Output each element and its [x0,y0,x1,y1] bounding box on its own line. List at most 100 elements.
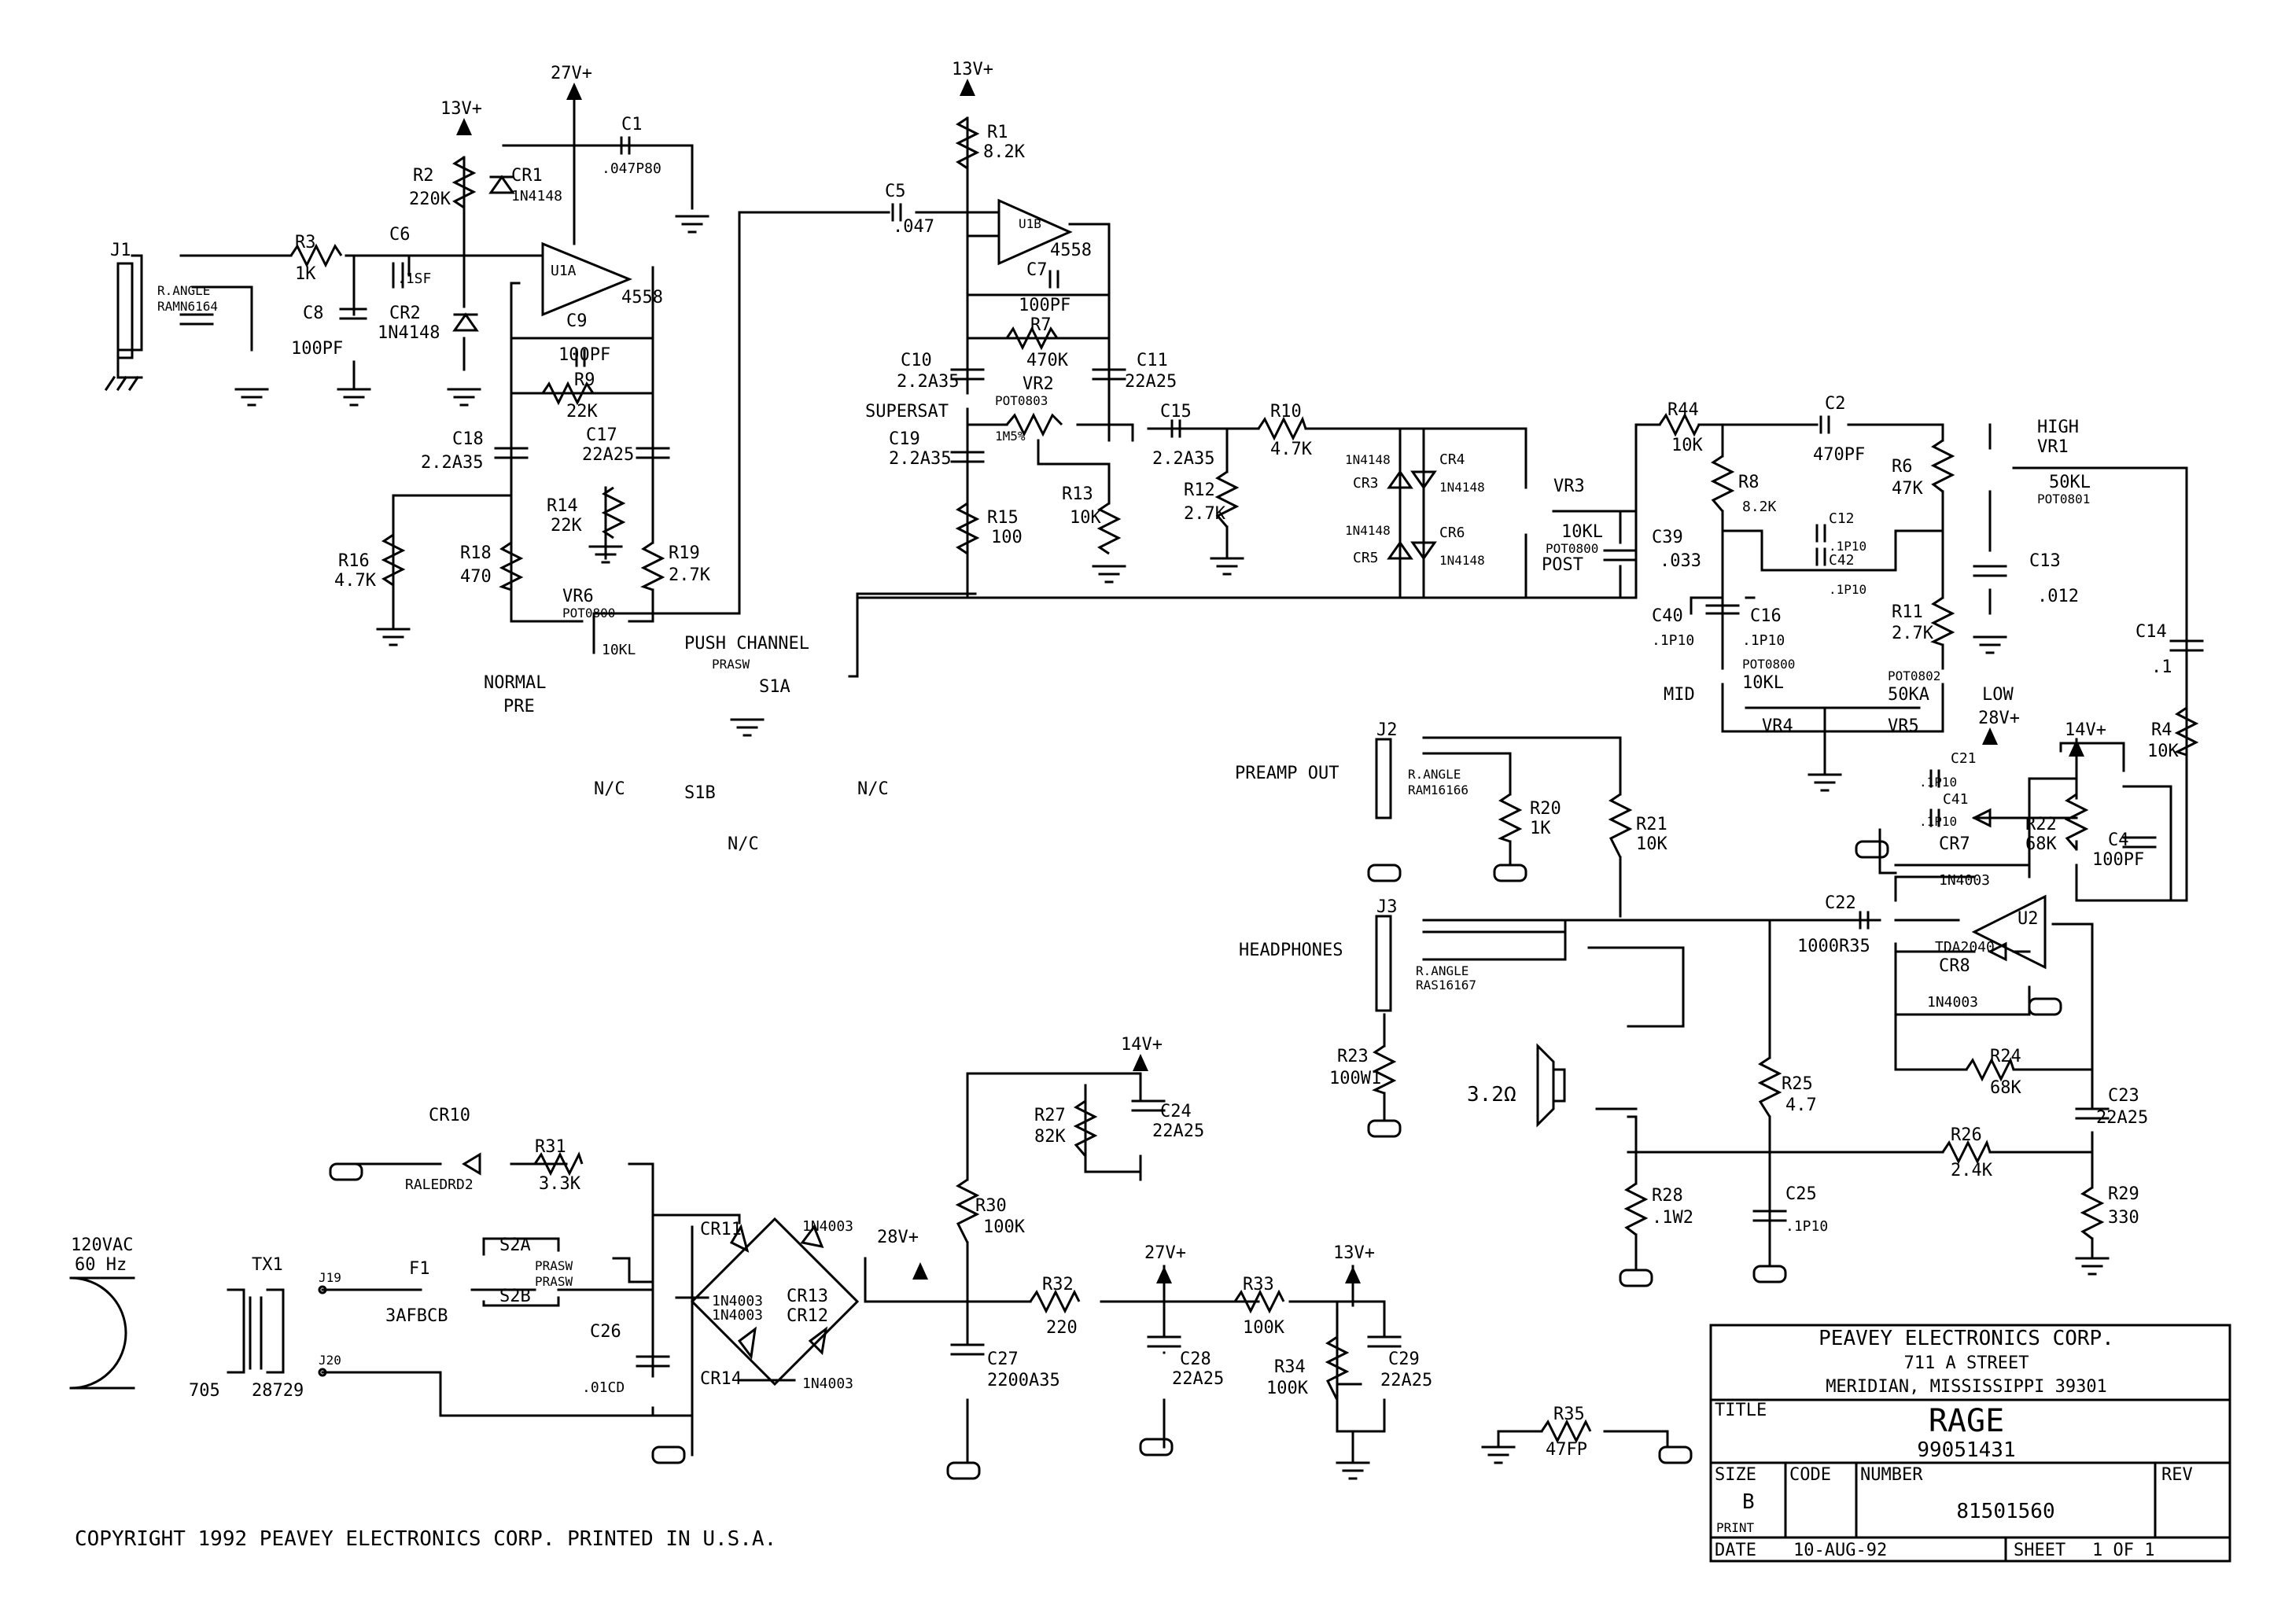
c27-val: 2200A35 [987,1371,1060,1390]
title-label: TITLE [1715,1401,1767,1420]
r15-val: 100 [991,528,1023,547]
r16-val: 4.7K [334,571,377,591]
cr6-val: 1N4148 [1439,553,1485,568]
r14-ref: R14 [547,496,578,516]
c19-ref: C19 [889,429,920,449]
r4-val: 10K [2147,742,2179,761]
power-27v-a: 27V+ [551,64,592,83]
c12-ref: C12 [1829,510,1855,527]
r23-val: 100W1 [1329,1069,1381,1088]
f1-ref: F1 [409,1259,430,1279]
r3-val: 1K [295,264,316,284]
r18-ref: R18 [460,543,492,563]
transformer-symbol [69,1276,285,1390]
power-14v-b: 14V+ [1121,1035,1163,1055]
high-label: HIGH [2037,418,2079,437]
mains-label: 120VAC [71,1235,133,1255]
headphones-label: HEADPHONES [1239,941,1343,960]
cr4-ref: CR4 [1439,451,1465,468]
r12-ref: R12 [1184,481,1215,500]
c40-ref: C40 [1652,606,1683,626]
r30-val: 100K [983,1217,1026,1237]
resistor-symbols [289,116,2199,1444]
r44-val: 10K [1671,436,1703,455]
r8-ref: R8 [1738,473,1760,492]
c11-val: 22A25 [1125,372,1177,392]
c23-ref: C23 [2108,1086,2139,1106]
cr7-ref: CR7 [1939,834,1970,854]
j3-type: R.ANGLE [1416,963,1468,978]
c28-val: 22A25 [1172,1369,1224,1389]
s1b-ref: S1B [684,783,716,803]
number-value: 81501560 [1956,1500,2054,1523]
r35-val: 47FP [1546,1440,1587,1460]
r3-ref: R3 [295,233,316,252]
c24-ref: C24 [1160,1102,1192,1121]
r23-ref: R23 [1337,1047,1369,1066]
size-value: B [1742,1490,1755,1514]
mains-freq-label: 60 Hz [75,1255,127,1275]
r22-val: 68K [2025,834,2057,854]
cr2-ref: CR2 [389,304,421,323]
c1-ref: C1 [621,115,643,134]
vr1-val: 50KL [2049,473,2091,492]
cr2-val: 1N4148 [378,323,440,343]
c26-ref: C26 [590,1322,621,1342]
r13-ref: R13 [1062,484,1093,504]
copyright-text: COPYRIGHT 1992 PEAVEY ELECTRONICS CORP. … [75,1527,776,1551]
c40-val: .1P10 [1652,632,1694,649]
c25-val: .1P10 [1785,1218,1828,1235]
c41-ref: C41 [1943,791,1969,808]
mid-label: MID [1664,685,1695,705]
r19-val: 2.7K [669,565,711,585]
component-labels: COPYRIGHT 1992 PEAVEY ELECTRONICS CORP. … [71,60,2179,1551]
r7-ref: R7 [1030,315,1052,335]
sheet-label: SHEET [2014,1541,2065,1560]
supply-arrow-symbols [456,79,2084,1283]
r32-ref: R32 [1042,1275,1074,1294]
c1-val: .047P80 [602,160,661,177]
cr5-ref: CR5 [1353,550,1379,566]
s2-part-b: PRASW [535,1274,573,1289]
cr11-ref: CR11 [700,1220,742,1239]
r4-ref: R4 [2151,720,2172,740]
r11-val: 2.7K [1892,624,1934,643]
company-name: PEAVEY ELECTRONICS CORP. [1819,1327,2114,1350]
supersat-label: SUPERSAT [865,402,949,422]
vr2-ref: VR2 [1023,374,1054,394]
nc-bottom-label: N/C [728,834,759,854]
cr3-val: 1N4148 [1345,452,1391,467]
rev-label: REV [2161,1465,2193,1485]
c29-ref: C29 [1388,1350,1420,1369]
number-label: NUMBER [1860,1465,1923,1485]
s1a-ref: S1A [759,677,790,697]
size-label: SIZE [1715,1465,1756,1485]
r1-val: 8.2K [983,142,1026,162]
power-13v-b: 13V+ [952,60,993,79]
c42-val: .1P10 [1829,582,1866,597]
cr6-ref: CR6 [1439,525,1465,541]
drawing-subtitle: 99051431 [1917,1438,2015,1462]
c28-ref: C28 [1180,1350,1211,1369]
power-13v-a: 13V+ [440,99,482,119]
r34-val: 100K [1266,1379,1309,1398]
cr12-ref: CR12 [787,1306,828,1326]
vr5-part: POT0802 [1888,668,1940,683]
nc-right-label: N/C [857,779,889,799]
cr5-val: 1N4148 [1345,523,1391,538]
vr1-ref: VR1 [2037,437,2069,457]
cr4-val: 1N4148 [1439,480,1485,495]
c5-ref: C5 [885,182,906,201]
u1a-ref: U1A [551,263,577,279]
tx1-a: 705 [189,1381,220,1401]
r29-val: 330 [2108,1208,2139,1228]
c17-val: 22A25 [582,445,634,465]
pre-label: PRE [503,697,535,716]
j2-type: R.ANGLE [1408,767,1461,782]
tx1-b: 28729 [252,1381,304,1401]
c14-ref: C14 [2135,622,2167,642]
cr14-ref: CR14 [700,1369,742,1389]
cr12-val: 1N4003 [712,1307,763,1324]
ground-symbols [104,215,2110,1480]
cr8-val: 1N4003 [1927,994,1978,1011]
